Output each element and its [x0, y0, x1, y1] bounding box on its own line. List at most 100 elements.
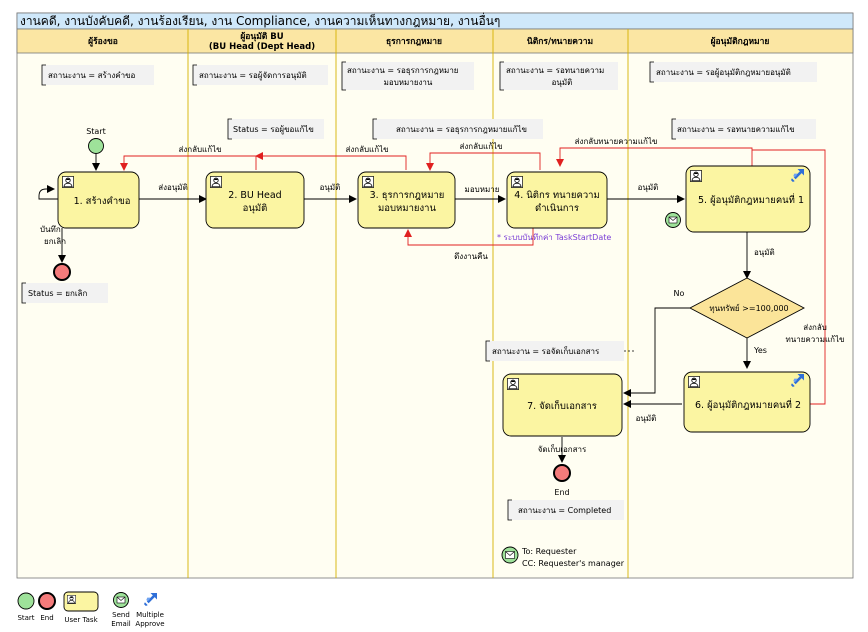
user-task-icon: [62, 176, 74, 188]
edge-label: Yes: [753, 346, 767, 355]
task-start-date-note: * ระบบบันทึกค่า TaskStartDate: [497, 233, 611, 242]
email-to: To: Requester: [521, 547, 577, 556]
status-note: สถานะงาน = รอธุรการกฎหมายแก้ไข: [372, 118, 543, 140]
end-event-cancel: [53, 263, 71, 281]
edge-label: มอบหมาย: [465, 185, 500, 194]
status-note: สถานะงาน = รอทนายความแก้ไข: [671, 118, 816, 140]
task-label: 1. สร้างคำขอ: [74, 196, 131, 207]
edge-label: อนุมัติ: [636, 414, 657, 423]
flow-t1-self-loop: [38, 185, 58, 200]
legend-label: Multiple: [136, 611, 164, 619]
svg-text:อนุมัติ: อนุมัติ: [552, 78, 573, 87]
status-note: สถานะงาน = Completed: [507, 499, 624, 521]
status-note: สถานะงาน = รอผู้อนุมัติกฎหมายอนุมัติ: [649, 61, 817, 83]
svg-text:สถานะงาน = รอผู้จัดการอนุมัติ: สถานะงาน = รอผู้จัดการอนุมัติ: [199, 71, 307, 81]
lane-header-bu-approver-sub: (BU Head (Dept Head): [209, 42, 315, 52]
return-label: ดึงงานคืน: [454, 252, 488, 261]
flow-return-t6-to-t4: [752, 149, 826, 405]
flow-return-t2-to-t1: [120, 155, 257, 171]
task-legal-approver-1[interactable]: 5. ผู้อนุมัติกฎหมายคนที่ 1: [685, 165, 811, 233]
return-label: ส่งกลับแก้ไข: [459, 142, 502, 151]
legend-multiple-approve-icon: [144, 593, 157, 606]
edge-label: บันทึก: [40, 225, 61, 234]
return-label: ส่งกลับ: [803, 323, 827, 332]
email-cc: CC: Requester's manager: [522, 559, 625, 568]
svg-text:สถานะงาน = รอธุรการกฎหมาย: สถานะงาน = รอธุรการกฎหมาย: [347, 66, 459, 75]
start-event: [88, 138, 104, 154]
return-label: ส่งกลับแก้ไข: [178, 145, 221, 154]
task-label: 2. BU Head: [228, 190, 281, 201]
end-event: [553, 464, 571, 482]
return-label: ส่งกลับทนายความแก้ไข: [575, 137, 658, 146]
task-label: 5. ผู้อนุมัติกฎหมายคนที่ 1: [698, 193, 804, 206]
task-label: มอบหมายงาน: [378, 203, 436, 214]
return-label: ส่งกลับแก้ไข: [345, 145, 388, 154]
legend-label: Email: [111, 620, 130, 628]
svg-text:สถานะงาน = รอผู้อนุมัติกฎหมายอ: สถานะงาน = รอผู้อนุมัติกฎหมายอนุมัติ: [656, 68, 791, 78]
svg-text:สถานะงาน = รอทนายความ: สถานะงาน = รอทนายความ: [506, 66, 604, 75]
lane-header-requester: ผู้ร้องขอ: [88, 36, 118, 47]
edge-label: อนุมัติ: [320, 183, 341, 192]
flow-pull-back-t4-to-t3: [404, 228, 534, 246]
lane-header-lawyer: นิติกร/ทนายความ: [527, 36, 593, 47]
gateway-amount-threshold: ทุนทรัพย์ >=100,000: [689, 277, 805, 339]
flow-return-t3-to-t1: [255, 152, 407, 170]
lane-header-band: [16, 28, 854, 54]
task-bu-head-approve[interactable]: 2. BU Head อนุมัติ: [205, 171, 305, 229]
svg-text:สถานะงาน = รอทนายความแก้ไข: สถานะงาน = รอทนายความแก้ไข: [677, 125, 795, 134]
svg-text:สถานะงาน = รอจัดเก็บเอกสาร: สถานะงาน = รอจัดเก็บเอกสาร: [492, 346, 600, 356]
task-label: 6. ผู้อนุมัติกฎหมายคนที่ 2: [695, 398, 801, 411]
user-task-icon: [688, 376, 700, 388]
task-label: อนุมัติ: [243, 203, 268, 214]
end-event-label: End: [554, 488, 569, 497]
legend-label: End: [40, 614, 53, 622]
flow-gateway-no: [623, 307, 700, 397]
svg-text:สถานะงาน = Completed: สถานะงาน = Completed: [518, 506, 611, 515]
email-recipients: To: Requester CC: Requester's manager: [501, 546, 625, 568]
user-task-icon: [362, 176, 374, 188]
user-task-icon: [507, 378, 519, 390]
edge-label: จัดเก็บเอกสาร: [538, 444, 587, 454]
legend-label: User Task: [64, 616, 98, 624]
user-task-icon: [690, 170, 702, 182]
task-archive-documents[interactable]: 7. จัดเก็บเอกสาร: [502, 373, 623, 437]
task-label: 3. ธุรการกฎหมาย: [370, 190, 445, 201]
svg-text:สถานะงาน = รอธุรการกฎหมายแก้ไข: สถานะงาน = รอธุรการกฎหมายแก้ไข: [396, 125, 527, 134]
status-note: สถานะงาน = รอจัดเก็บเอกสาร: [485, 340, 624, 362]
gateway-label: ทุนทรัพย์ >=100,000: [709, 303, 788, 313]
task-label: 7. จัดเก็บเอกสาร: [527, 399, 597, 412]
pool-title: งานคดี, งานบังคับคดี, งานร้องเรียน, งาน …: [20, 12, 500, 28]
task-label: 4. นิติกร ทนายความ: [514, 190, 600, 201]
edge-label: ส่งอนุมัติ: [158, 183, 188, 192]
legend-label: Start: [17, 614, 34, 622]
return-label: ทนายความแก้ไข: [785, 335, 844, 344]
svg-text:มอบหมายงาน: มอบหมายงาน: [384, 78, 433, 87]
task-create-request[interactable]: 1. สร้างคำขอ: [57, 171, 140, 229]
task-lawyer-process[interactable]: 4. นิติกร ทนายความ ดำเนินการ: [506, 171, 608, 229]
task-label: ดำเนินการ: [535, 203, 579, 214]
status-note: Status = รอผู้ขอแก้ไข: [227, 118, 324, 140]
edge-label: อนุมัติ: [638, 183, 659, 192]
task-legal-admin-assign[interactable]: 3. ธุรการกฎหมาย มอบหมายงาน: [357, 171, 456, 229]
status-note: สถานะงาน = สร้างคำขอ: [41, 64, 154, 86]
edge-label: อนุมัติ: [754, 248, 775, 257]
legend: Start End User Task Send Email Multiple …: [17, 591, 165, 628]
status-note: Status = ยกเลิก: [21, 282, 108, 304]
task-legal-approver-2[interactable]: 6. ผู้อนุมัติกฎหมายคนที่ 2: [683, 371, 811, 433]
lane-header-bu-approver: ผู้อนุมัติ BU: [240, 31, 283, 42]
svg-text:Status = ยกเลิก: Status = ยกเลิก: [28, 289, 87, 298]
svg-text:Status = รอผู้ขอแก้ไข: Status = รอผู้ขอแก้ไข: [233, 125, 314, 135]
user-task-icon: [210, 176, 222, 188]
send-email-icon: [665, 212, 681, 228]
svg-text:สถานะงาน = สร้างคำขอ: สถานะงาน = สร้างคำขอ: [48, 71, 136, 80]
user-task-icon: [511, 176, 523, 188]
legend-label: Send: [112, 611, 130, 619]
status-note: สถานะงาน = รอธุรการกฎหมาย มอบหมายงาน: [341, 61, 474, 91]
status-note: สถานะงาน = รอผู้จัดการอนุมัติ: [192, 64, 328, 86]
edge-label: No: [674, 289, 685, 298]
status-note: สถานะงาน = รอทนายความ อนุมัติ: [499, 61, 618, 91]
legend-start-icon: [17, 592, 35, 610]
edge-label: ยกเลิก: [44, 237, 66, 246]
lane-header-legal-approver: ผู้อนุมัติกฎหมาย: [711, 36, 770, 47]
